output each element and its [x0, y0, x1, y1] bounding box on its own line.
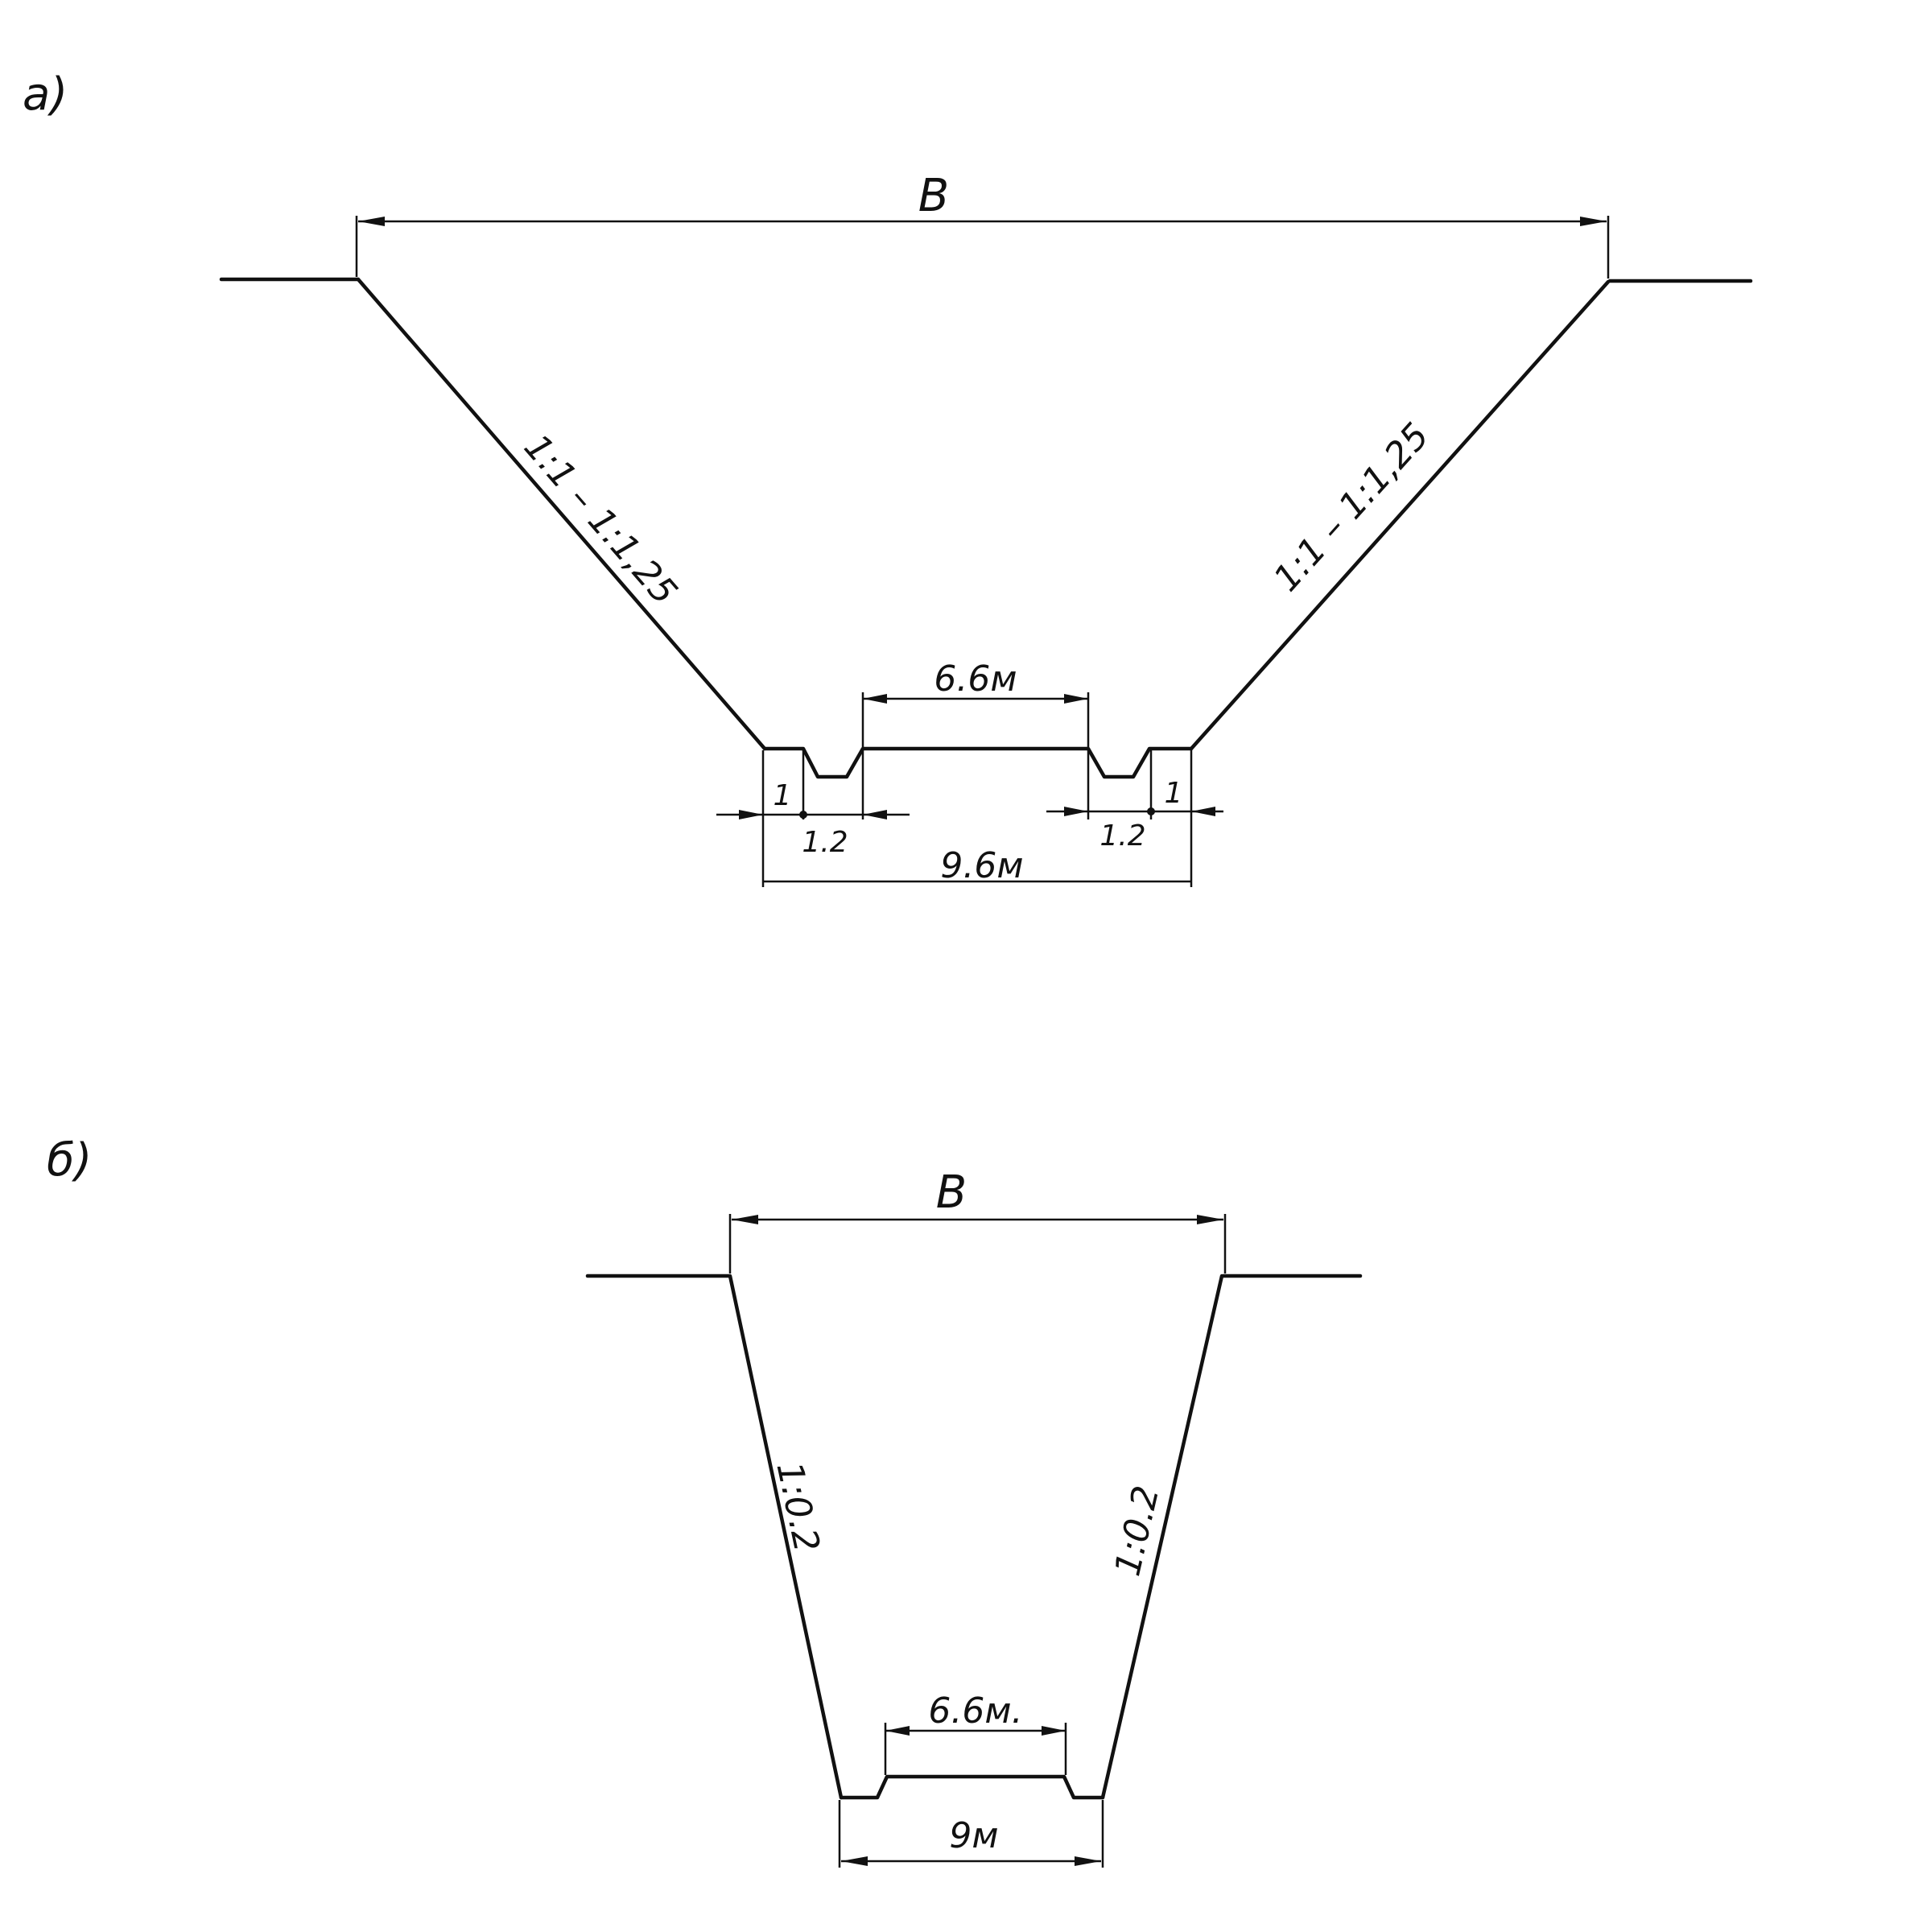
panel-a-left-offset-label: 1 [774, 779, 792, 812]
arrow-icon [358, 217, 385, 226]
arrow-icon [841, 1856, 868, 1866]
left-slope-line [728, 1274, 844, 1800]
arrow-icon [885, 1726, 910, 1736]
arrow-icon [1197, 1215, 1223, 1224]
panel-a-right-offset-label: 1 [1165, 777, 1183, 810]
panel-b-width-label: B [936, 1166, 967, 1219]
arrow-icon [739, 810, 763, 819]
arrow-icon [1580, 217, 1607, 226]
right-slope-line [1100, 1274, 1224, 1800]
panel-a-width-label: B [918, 170, 949, 222]
arrow-icon [732, 1215, 758, 1224]
arrow-icon [863, 694, 887, 704]
dim-dot [1147, 807, 1155, 815]
panel-b-left-slope-label: 1:0.2 [769, 1459, 827, 1556]
panel-a: а) B 1:1 – 1:1,25 1:1 – 1:1,25 6.6м [23, 68, 1753, 887]
panel-b-right-slope-label: 1:0.2 [1107, 1482, 1167, 1579]
arrow-icon [1075, 1856, 1101, 1866]
panel-a-left-slope-label: 1:1 – 1:1,25 [516, 427, 685, 613]
bottom-profile [839, 1774, 1105, 1800]
panel-a-road-width-label: 6.6м [934, 658, 1017, 700]
arrow-icon [863, 810, 887, 819]
arrow-icon [1064, 694, 1088, 704]
arrow-icon [1042, 1726, 1066, 1736]
arrow-icon [1191, 807, 1215, 816]
panel-a-left-ditch-label: 1.2 [802, 826, 848, 859]
panel-b-road-width-label: 6.6м. [928, 1690, 1022, 1732]
panel-b-label: б) [47, 1134, 92, 1187]
left-slope-line [356, 277, 767, 751]
dim-dot [799, 811, 807, 819]
panel-a-bottom-width-label: 9.6м [940, 845, 1023, 886]
arrow-icon [1064, 807, 1088, 816]
panel-b-bottom-width-label: 9м [949, 1815, 998, 1856]
panel-b: б) B 1:0.2 1:0.2 6.6м. 9м [47, 1134, 1363, 1868]
panel-a-label: а) [23, 68, 68, 121]
right-slope-line [1189, 279, 1611, 751]
bottom-profile [762, 746, 1194, 779]
panel-a-right-ditch-label: 1.2 [1099, 819, 1145, 852]
